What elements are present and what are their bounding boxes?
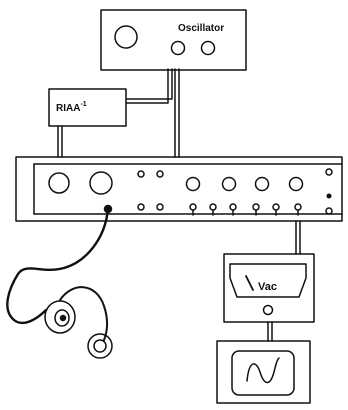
oscilloscope-sine-wave xyxy=(246,357,280,384)
small-jack xyxy=(137,170,145,178)
ac-voltmeter: Vac xyxy=(223,253,315,323)
toggle-switch-row xyxy=(189,203,302,216)
oscilloscope-box xyxy=(216,340,311,404)
small-jack xyxy=(156,170,164,178)
riaa-label: RIAA-1 xyxy=(56,101,87,114)
oscillator-dial xyxy=(114,25,138,49)
oscillator-output-terminal-left xyxy=(170,40,186,56)
toggle-switch xyxy=(189,203,197,211)
indicator-hole-top xyxy=(325,168,333,176)
amplifier-unit xyxy=(15,156,343,222)
oscillator-output-terminal-right xyxy=(200,40,216,56)
voltmeter-label: Vac xyxy=(258,281,277,293)
headphone-cable xyxy=(6,207,110,325)
oscilloscope-screen xyxy=(231,350,295,396)
small-jack xyxy=(156,203,164,211)
oscillator-label: Oscillator xyxy=(178,23,224,34)
riaa-box xyxy=(48,88,127,127)
headphones-left-earcup-inner xyxy=(54,309,70,327)
amplifier-large-knob-left xyxy=(48,172,70,194)
toggle-switch xyxy=(272,203,280,211)
headphones-left-earcup xyxy=(44,300,76,334)
indicator-dot xyxy=(326,193,332,199)
headphones-right-earcup xyxy=(87,333,113,359)
headphones xyxy=(44,286,113,359)
small-jack xyxy=(137,203,145,211)
riaa-to-amplifier-cable xyxy=(57,125,63,158)
riaa-superscript: -1 xyxy=(80,101,86,108)
voltmeter-dial-face xyxy=(229,263,307,298)
amplifier-knob xyxy=(185,176,201,192)
oscilloscope xyxy=(216,340,311,404)
toggle-switch xyxy=(252,203,260,211)
oscillator-to-amplifier-cable xyxy=(174,68,180,158)
voltmeter-box xyxy=(223,253,315,323)
amplifier-knob xyxy=(288,176,304,192)
indicator-hole-bottom xyxy=(325,207,333,215)
oscillator-box xyxy=(100,9,247,71)
voltmeter-needle xyxy=(245,275,254,291)
oscillator-to-riaa-cable xyxy=(125,68,173,104)
headphones-right-earcup-inner xyxy=(93,339,107,353)
amplifier-to-meter-cable xyxy=(295,220,301,255)
amplifier-knob xyxy=(254,176,270,192)
amplifier-knob xyxy=(221,176,237,192)
oscillator-unit: Oscillator xyxy=(100,9,247,71)
toggle-switch xyxy=(294,203,302,211)
riaa-network: RIAA-1 xyxy=(48,88,127,127)
oscillator-cables xyxy=(57,68,180,158)
voltmeter-adjust-knob xyxy=(262,304,274,316)
meter-to-scope-cable xyxy=(267,321,273,342)
amplifier-chassis xyxy=(15,156,343,222)
amplifier-large-knob-right xyxy=(89,171,113,195)
toggle-switch xyxy=(229,203,237,211)
headphones-headband xyxy=(59,286,108,341)
toggle-switch xyxy=(209,203,217,211)
